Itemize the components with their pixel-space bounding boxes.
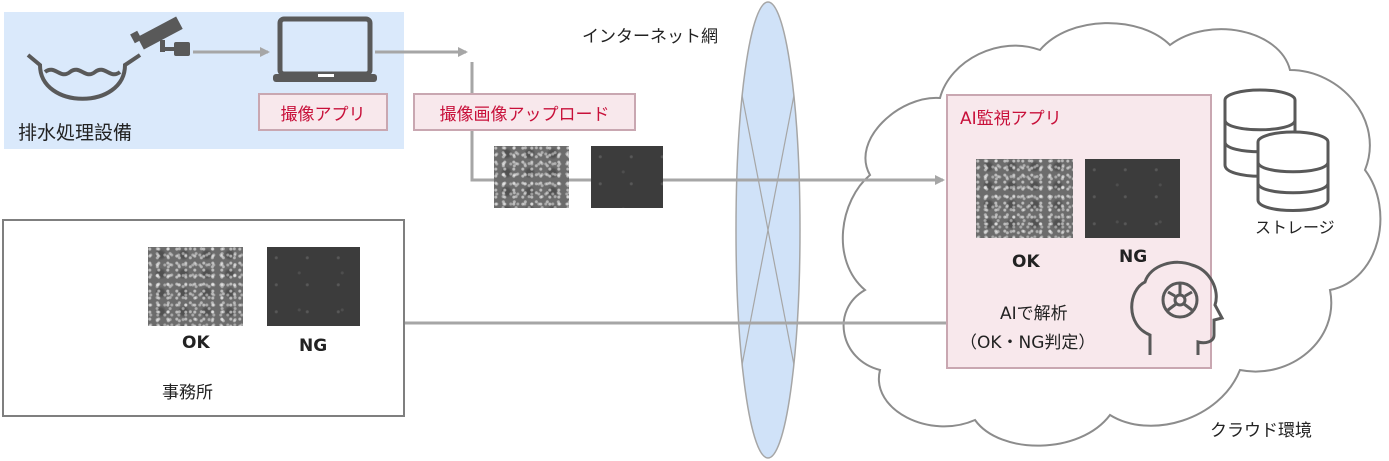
cloud-ng-image (1085, 159, 1180, 238)
office-label: 事務所 (162, 383, 213, 403)
cloud-ok-label: OK (1012, 252, 1040, 272)
storage-label: ストレージ (1255, 218, 1335, 237)
office-ok-label: OK (182, 333, 210, 353)
transit-ok-image (494, 146, 569, 208)
ellipse-cross-line (741, 94, 795, 366)
laptop-icon (273, 16, 377, 82)
office-ng-image (267, 247, 360, 326)
office-ok-image (148, 247, 243, 326)
ai-app-title: AI監視アプリ (960, 109, 1062, 129)
database-icon (1223, 88, 1330, 212)
analysis-label-line2: （OK・NG判定） (960, 333, 1096, 353)
analysis-label-line1: AIで解析 (1000, 304, 1068, 324)
upload-label-box: 撮像画像アップロード (413, 93, 636, 131)
tank-icon (26, 53, 142, 101)
facility-label: 排水処理設備 (18, 122, 133, 144)
cloud-ok-image (976, 159, 1073, 238)
camera-app-box: 撮像アプリ (258, 93, 388, 131)
transit-ng-image (591, 146, 663, 208)
cloud-label: クラウド環境 (1210, 421, 1312, 441)
ai-head-icon (1130, 260, 1225, 355)
internet-label: インターネット網 (582, 27, 718, 47)
office-ng-label: NG (299, 336, 328, 356)
cloud-ng-label: NG (1119, 247, 1148, 267)
camera-icon (130, 16, 190, 56)
